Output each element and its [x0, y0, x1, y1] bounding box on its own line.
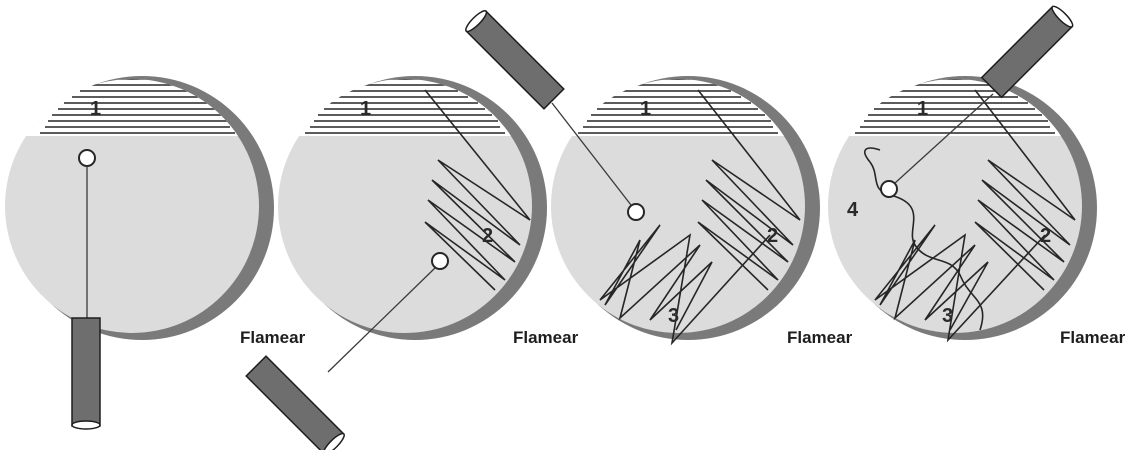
zone-label-1: 1	[640, 98, 651, 120]
flame-label-1: Flamear	[240, 328, 306, 347]
zone-label-1: 1	[360, 98, 371, 120]
panel-4: 1 2 3 4 Flamear	[820, 4, 1126, 347]
zone-label-1: 1	[90, 98, 101, 120]
flame-label-2: Flamear	[513, 328, 579, 347]
flame-label-3: Flamear	[787, 328, 853, 347]
zone-label-1: 1	[917, 98, 928, 120]
zone-label-2: 2	[482, 225, 493, 247]
zone-label-2: 2	[1040, 225, 1051, 247]
panel-2: 1 2 Flamear	[246, 70, 578, 450]
zone-label-4: 4	[847, 199, 859, 221]
zone-label-3: 3	[942, 305, 953, 327]
zone-label-3: 3	[668, 305, 679, 327]
zone-label-2: 2	[767, 225, 778, 247]
flame-label-4: Flamear	[1060, 328, 1126, 347]
